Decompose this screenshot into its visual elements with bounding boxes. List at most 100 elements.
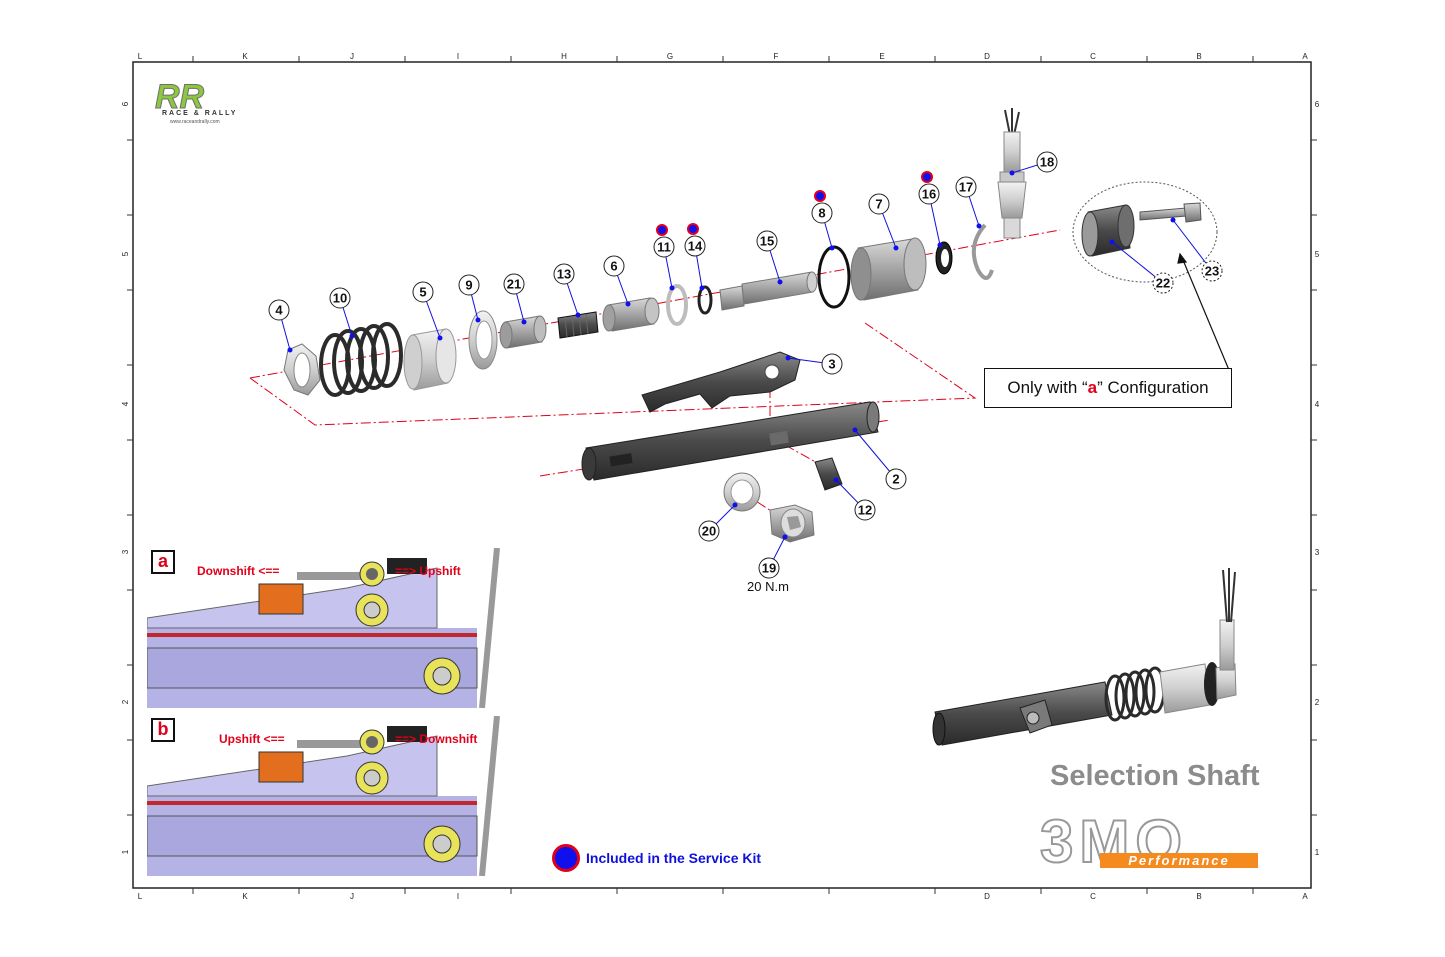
leader-line	[854, 429, 897, 480]
callout-number: 3	[828, 357, 835, 372]
callout-7: 7	[868, 193, 890, 215]
callout-number: 17	[959, 180, 973, 195]
callout-8: 8	[811, 202, 833, 224]
part-13-small-spring	[557, 311, 599, 339]
part-2-shaft	[581, 401, 880, 481]
leader-line	[1111, 241, 1164, 284]
callout-number: 4	[275, 303, 283, 318]
grid-letter-top: J	[350, 52, 354, 61]
leader-dot	[521, 319, 527, 325]
assembled-view	[932, 568, 1237, 746]
leader-dot	[699, 285, 705, 291]
callout-number: 23	[1205, 264, 1219, 279]
grid-letter-top: I	[457, 52, 459, 61]
part-20-washer	[723, 472, 761, 512]
callout-11: 11	[653, 236, 675, 258]
grid-letter-top: C	[1090, 52, 1096, 61]
callout-number: 2	[892, 472, 899, 487]
grid-number-right: 2	[1315, 698, 1320, 707]
callout-number: 19	[762, 561, 776, 576]
inset-a-tag: a	[151, 550, 175, 574]
callout-number: 22	[1156, 276, 1170, 291]
callout-10: 10	[329, 287, 351, 309]
callout-4: 4	[268, 299, 290, 321]
part-19-plug	[769, 504, 815, 543]
part-17-circlip	[971, 223, 994, 280]
service-kit-marker	[921, 171, 933, 183]
callout-number: 13	[557, 267, 571, 282]
inset-b-right-label: ==> Downshift	[395, 732, 478, 746]
callout-3: 3	[821, 353, 843, 375]
callout-21: 21	[503, 273, 525, 295]
callout-number: 6	[610, 259, 617, 274]
part-6-plunger	[602, 297, 660, 332]
grid-number-left: 4	[121, 401, 130, 406]
grid-letter-top: K	[242, 52, 248, 61]
part-7-housing	[850, 237, 927, 301]
part-16-seal	[935, 241, 953, 275]
leader-dot	[829, 245, 835, 251]
part-11-ring	[666, 284, 688, 326]
grid-number-right: 1	[1315, 848, 1320, 857]
service-kit-marker	[687, 223, 699, 235]
leader-dot	[475, 317, 481, 323]
config-note-before: Only with “	[1007, 378, 1088, 397]
leader-dot	[1170, 217, 1176, 223]
inset-configuration-b: b Upshift <== ==> Downshift	[147, 716, 507, 876]
part-14-circlip	[697, 285, 713, 315]
grid-letter-bottom: D	[984, 892, 990, 901]
grid-letter-top: E	[879, 52, 884, 61]
grid-number-left: 3	[121, 549, 130, 554]
config-arrow	[1177, 252, 1230, 371]
callout-number: 11	[657, 240, 671, 255]
callout-number: 14	[688, 239, 703, 254]
grid-letter-bottom: K	[242, 892, 248, 901]
callout-number: 21	[507, 277, 521, 292]
grid-ticks	[127, 56, 1317, 894]
leader-dot	[625, 301, 631, 307]
callout-15: 15	[756, 230, 778, 252]
callout-number: 5	[419, 285, 426, 300]
callout-19: 19	[758, 557, 780, 579]
inset-configuration-a: a Downshift <== ==> Upshift	[147, 548, 507, 708]
grid-letter-top: B	[1196, 52, 1201, 61]
service-kit-dot-icon	[552, 844, 580, 872]
leader-dot	[1009, 170, 1015, 176]
grid-number-right: 3	[1315, 548, 1320, 557]
torque-note: 20 N.m	[747, 579, 789, 594]
part-5-bushing	[403, 328, 457, 391]
part-9-washer	[468, 310, 498, 370]
inset-b-drawing	[147, 716, 500, 876]
inset-b-left-label: Upshift <==	[219, 732, 285, 746]
leader-dot	[785, 355, 791, 361]
part-22-spacer	[1081, 204, 1135, 257]
callout-number: 8	[818, 206, 825, 221]
callout-23: 23	[1201, 260, 1223, 282]
callout-number: 15	[760, 234, 774, 249]
callout-22: 22	[1152, 272, 1174, 294]
leader-dot	[732, 502, 738, 508]
callout-2: 2	[885, 468, 907, 490]
grid-number-right: 6	[1315, 100, 1320, 109]
part-8-oring	[817, 245, 851, 309]
service-kit-marker	[656, 224, 668, 236]
part-3-lever	[641, 351, 801, 413]
grid-letter-bottom: L	[138, 892, 143, 901]
callout-5: 5	[412, 281, 434, 303]
callout-number: 10	[333, 291, 347, 306]
grid-letter-bottom: C	[1090, 892, 1096, 901]
leader-dot	[1109, 239, 1115, 245]
grid-letter-top: A	[1302, 52, 1308, 61]
callout-14: 14	[684, 235, 706, 257]
leader-dot	[976, 223, 982, 229]
leader-dot	[782, 534, 788, 540]
grid-number-left: 5	[121, 251, 130, 256]
leader-dot	[575, 312, 581, 318]
leader-dot	[893, 245, 899, 251]
callout-16: 16	[918, 183, 940, 205]
callout-12: 12	[854, 499, 876, 521]
svg-text:RR: RR	[155, 78, 205, 116]
